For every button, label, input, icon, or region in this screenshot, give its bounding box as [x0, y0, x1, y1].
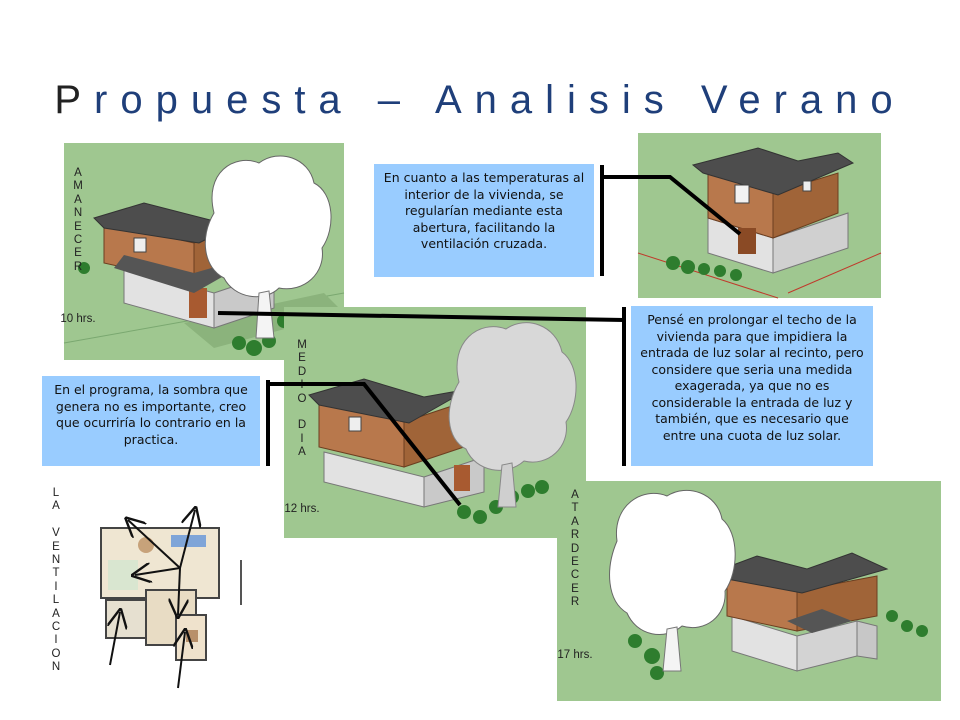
title-rest: ropuesta – Analisis Verano [94, 78, 906, 122]
render-atardecer [557, 481, 941, 701]
hrs-mediodia: 12 hrs. [284, 503, 320, 515]
note-sombra: En el programa, la sombra que genera no … [42, 376, 260, 466]
label-atardecer: A T A R D E C E R [570, 489, 580, 609]
render-abertura [637, 133, 882, 299]
page-title: Propuesta – Analisis Verano [0, 78, 960, 123]
title-first-letter: P [54, 78, 95, 122]
hrs-atardecer: 17 hrs. [557, 649, 593, 661]
hrs-amanecer: 10 hrs. [60, 313, 96, 325]
label-amanecer: A M A N E C E R [73, 167, 83, 273]
note-temperaturas: En cuanto a las temperaturas al interior… [374, 164, 594, 277]
label-ventilacion: L A V E N T I L A C I O N [51, 487, 61, 674]
note-techo: Pensé en prolongar el techo de la vivien… [631, 306, 873, 466]
